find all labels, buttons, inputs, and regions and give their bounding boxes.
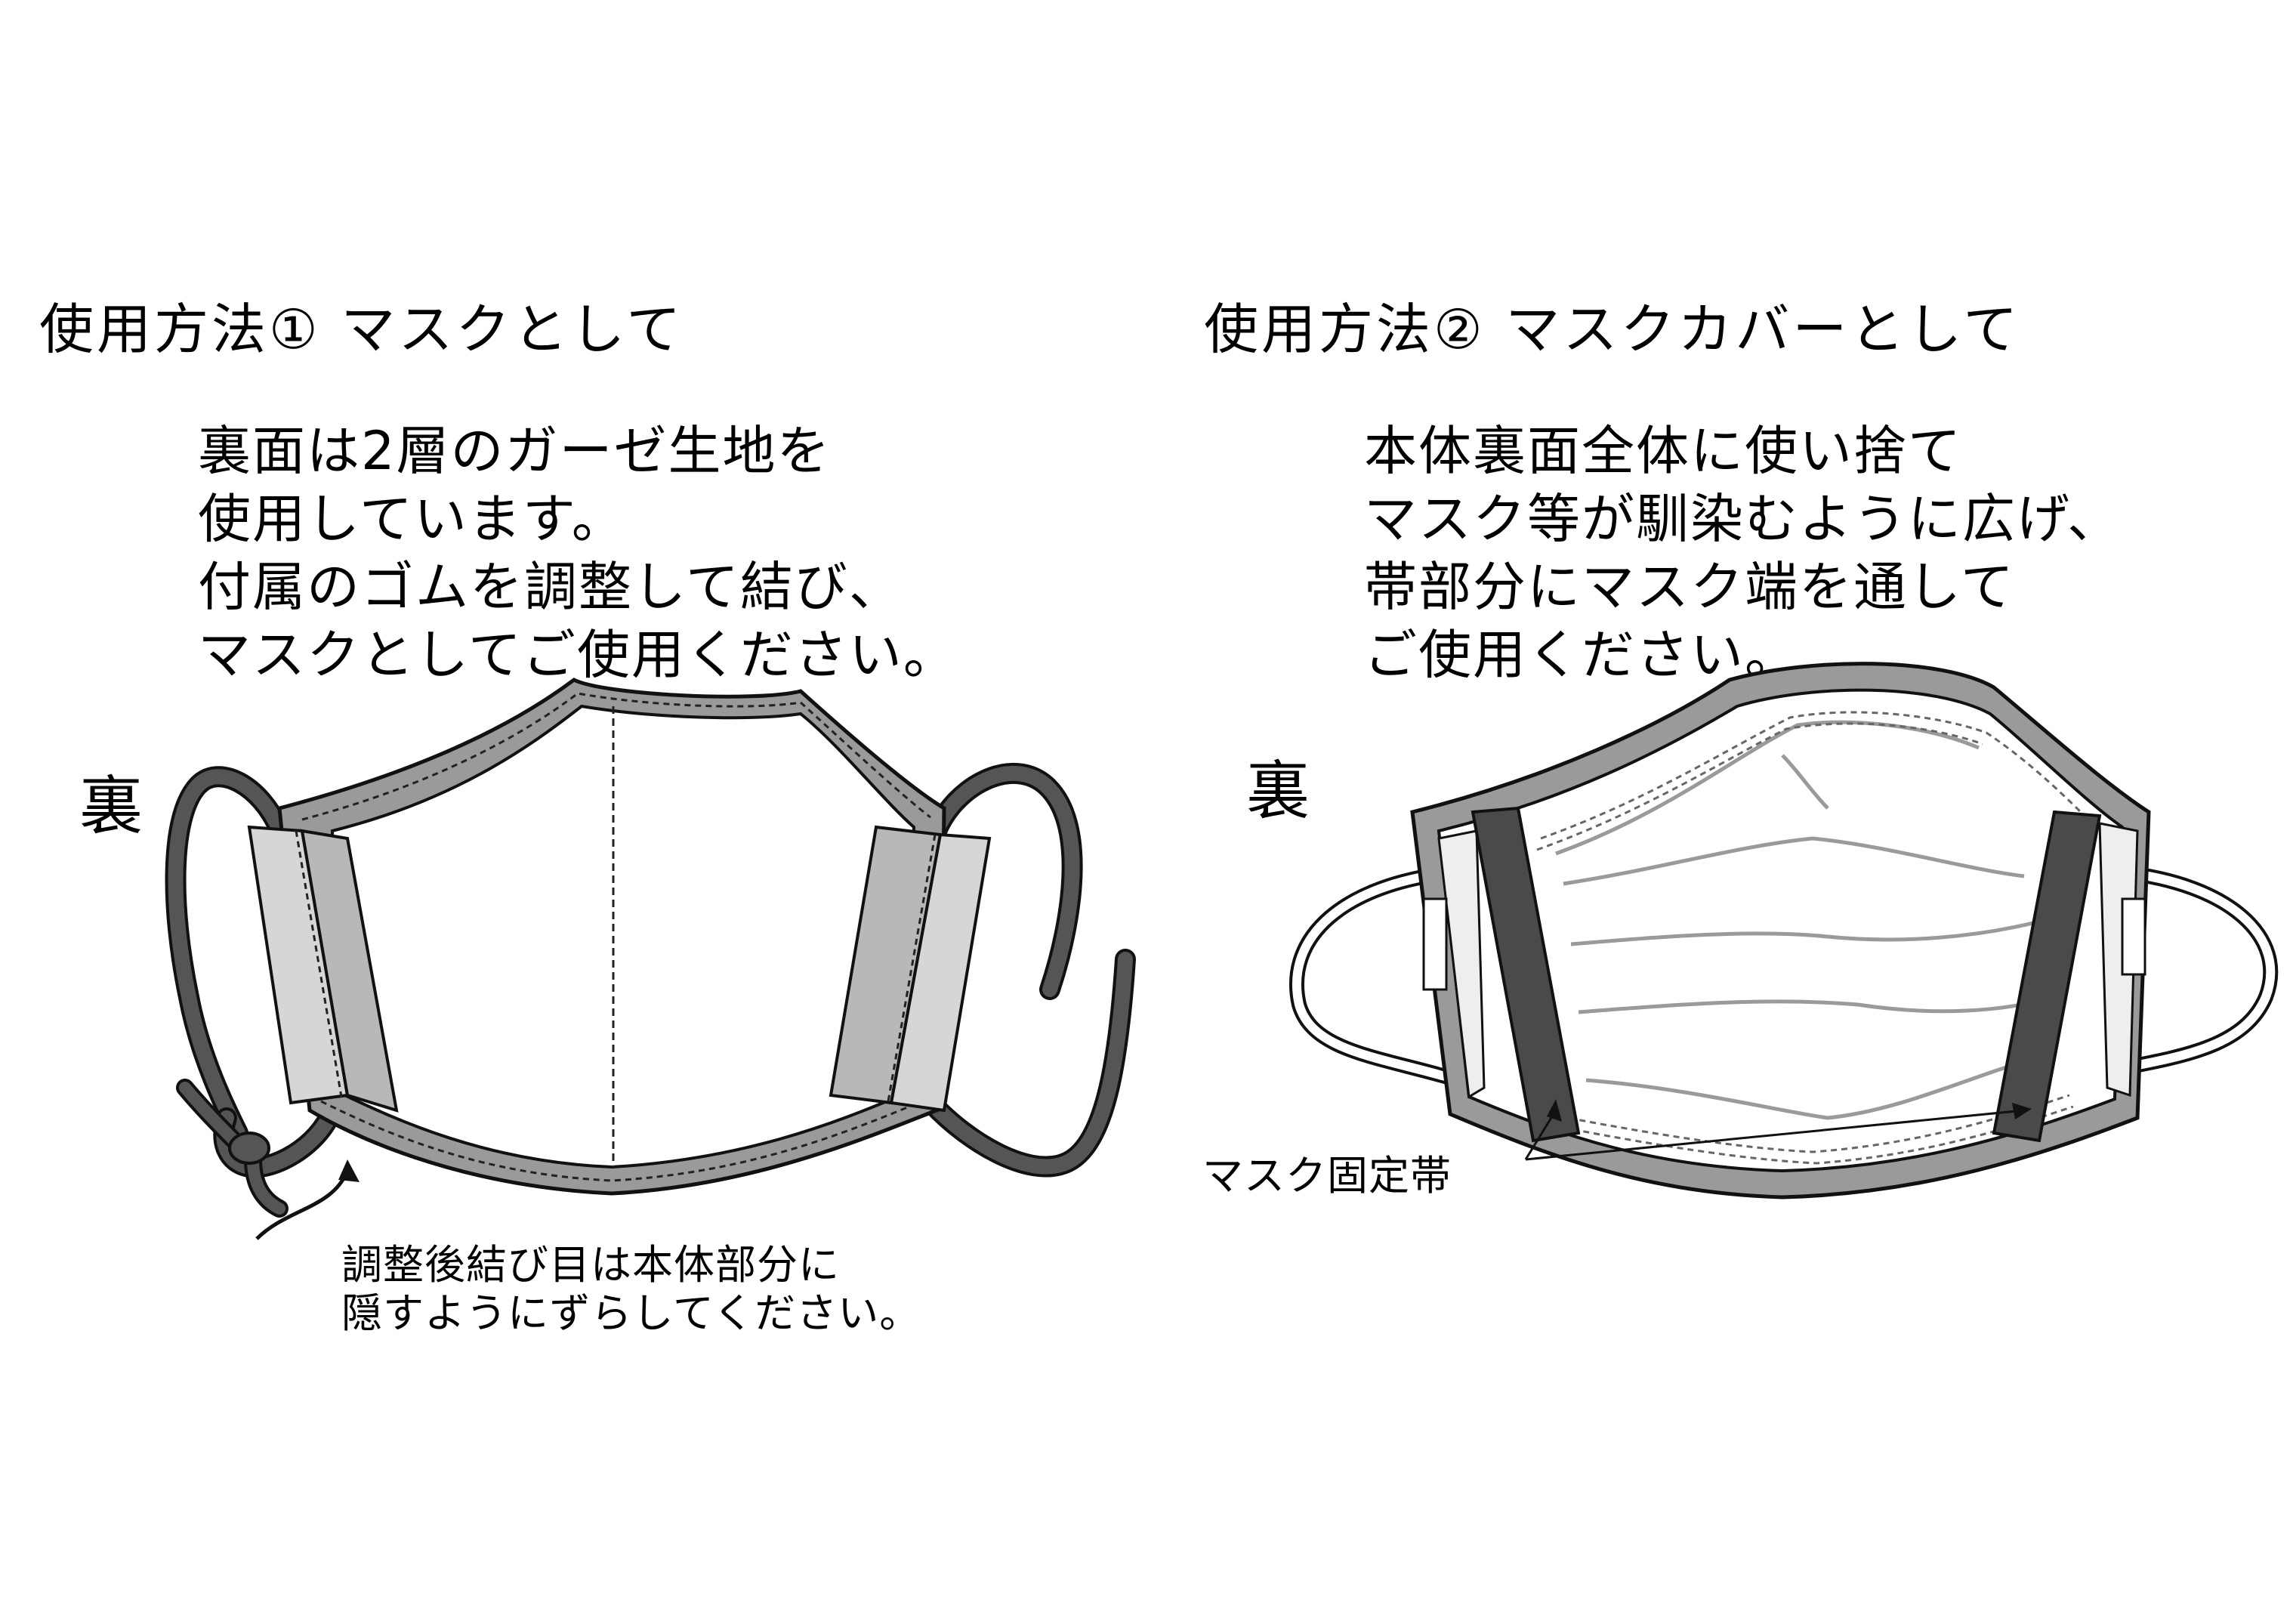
left-instruction-line: 裏面は2層のガーゼ生地を <box>198 420 832 482</box>
left-side-label: 裏 <box>79 769 144 843</box>
left-instruction-line: 付属のゴムを調整して結び、 <box>198 556 903 618</box>
right-title: 使用方法② マスクカバーとして <box>1204 298 2021 361</box>
hide-knot-arrow <box>255 1170 350 1240</box>
right-instruction-line: マスク等が馴染むように広げ、 <box>1364 488 2122 550</box>
right-side-label: 裏 <box>1246 754 1310 828</box>
left-title: 使用方法① マスクとして <box>39 298 684 361</box>
left-instruction-line: 使用しています。 <box>198 488 626 550</box>
fixing-band-callout: マスク固定帯 <box>1202 1152 1452 1199</box>
left-note-line: 隠すようにずらしてください。 <box>341 1289 921 1337</box>
fixing-band-right <box>1992 810 2102 1143</box>
right-instruction-line: ご使用ください。 <box>1364 624 1799 686</box>
right-instruction-line: 本体裏面全体に使い捨て <box>1364 420 1962 482</box>
right-instruction-line: 帯部分にマスク端を通して <box>1364 556 2015 618</box>
fixing-band-left <box>1471 806 1581 1143</box>
cord-knot <box>228 1132 270 1165</box>
left-mask-illustration <box>165 678 1136 1240</box>
right-mask-illustration <box>1288 662 2279 1199</box>
left-note-line: 調整後結び目は本体部分に <box>341 1241 840 1289</box>
left-instruction-line: マスクとしてご使用ください。 <box>198 624 958 686</box>
